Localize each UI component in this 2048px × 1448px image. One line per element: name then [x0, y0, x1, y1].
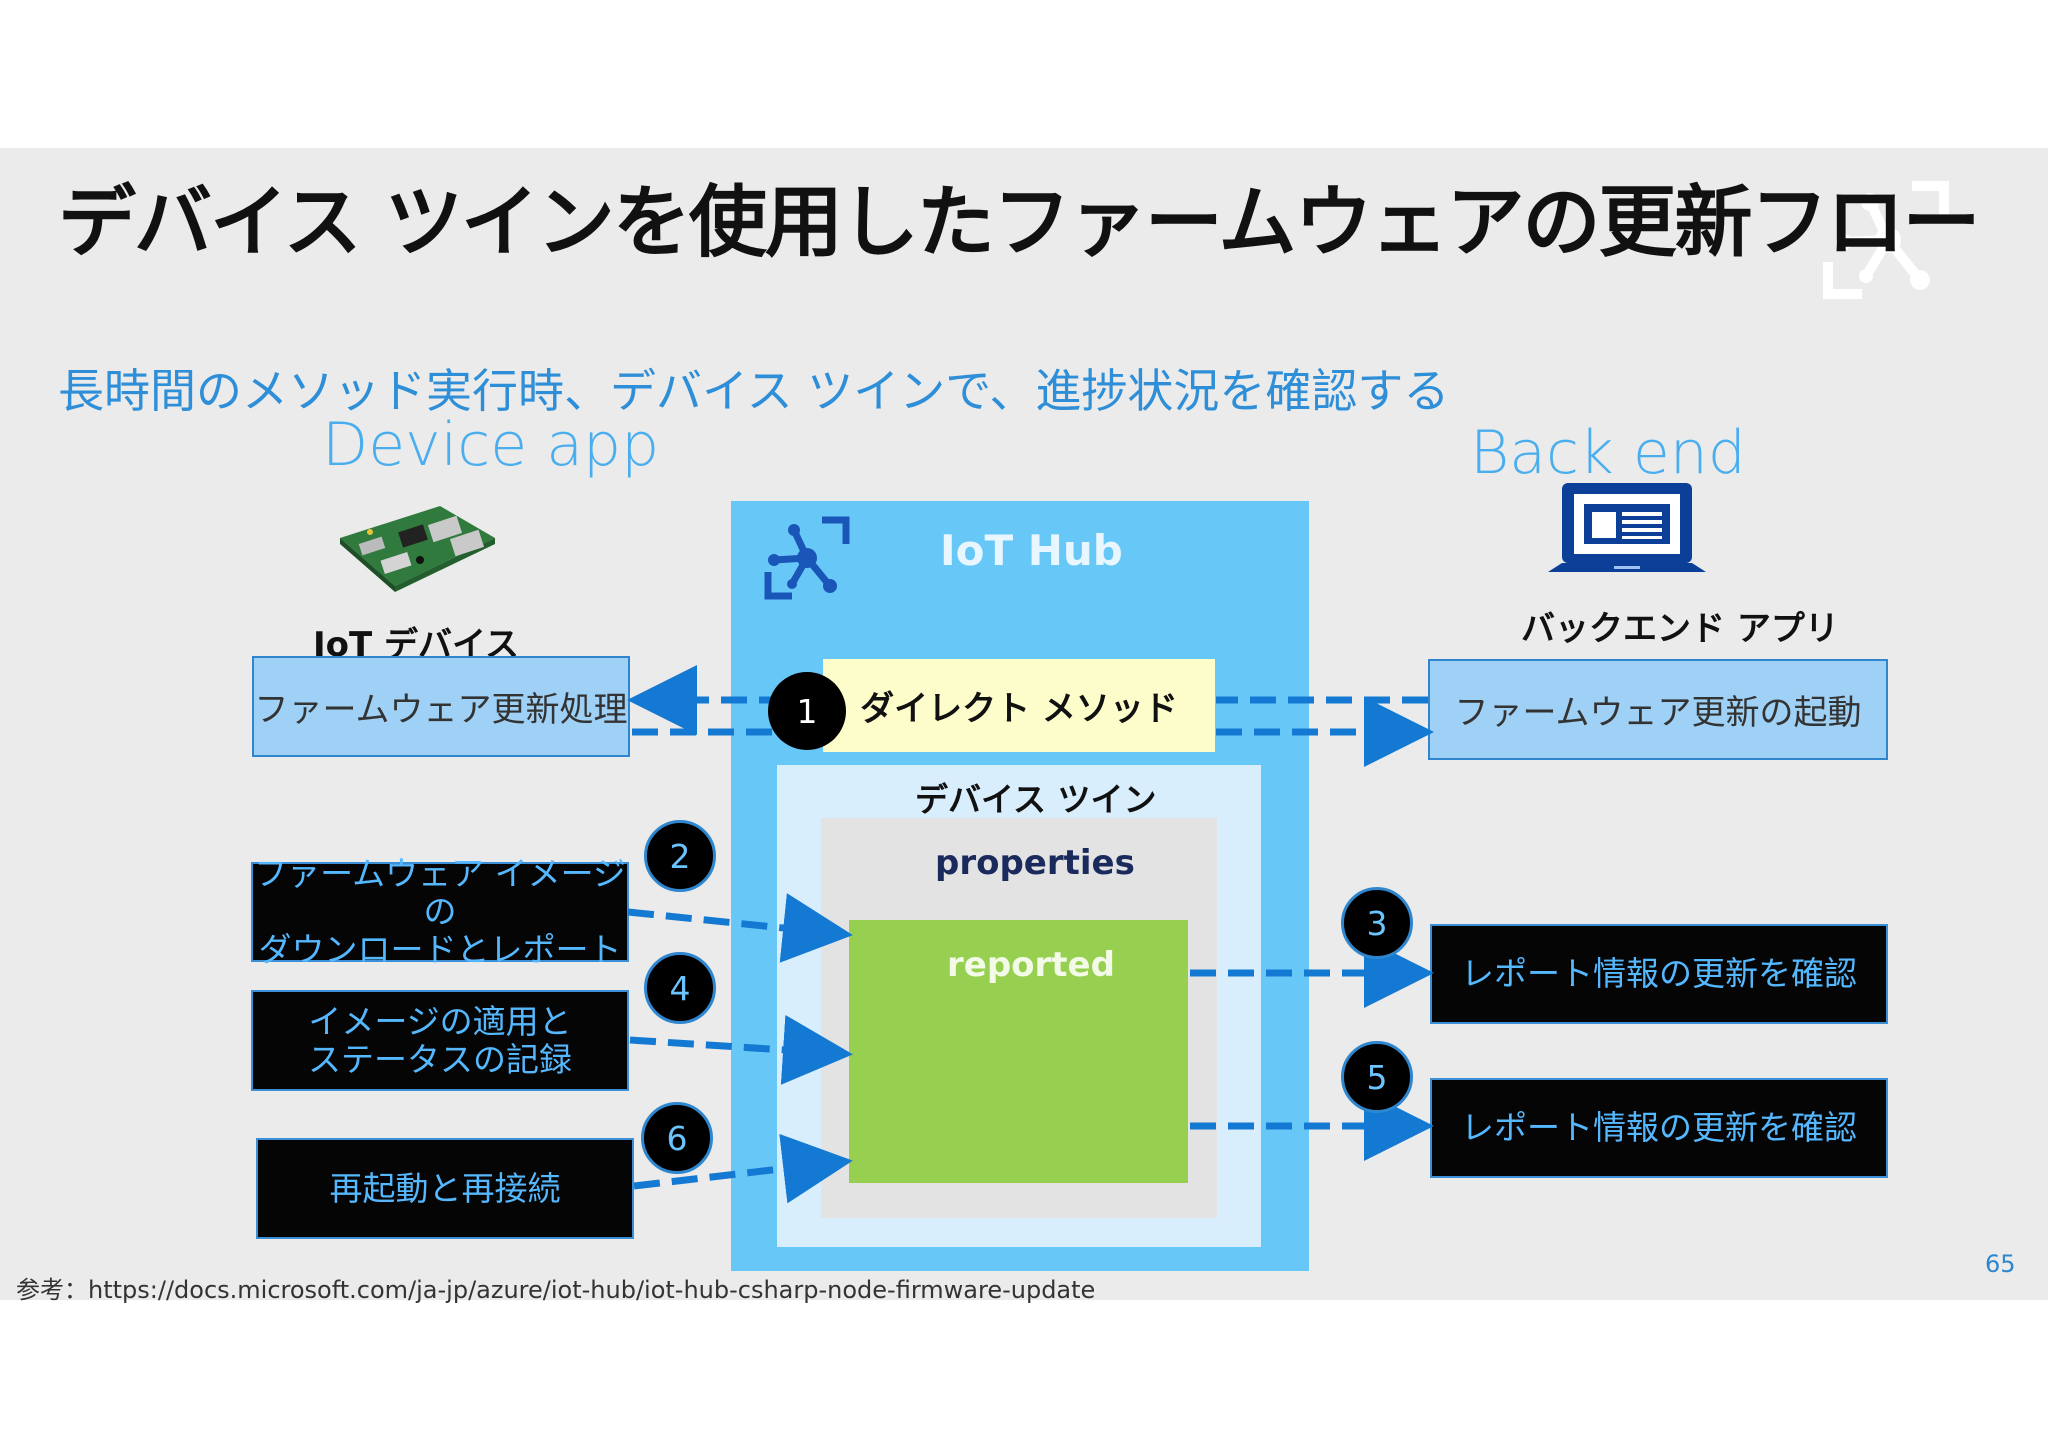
download-line-2: ダウンロードとレポート: [258, 929, 622, 969]
firmware-update-process-box: ファームウェア更新処理: [252, 656, 630, 757]
device-twin-label: デバイス ツイン: [915, 780, 1157, 819]
reference-link[interactable]: 参考：https://docs.microsoft.com/ja-jp/azur…: [16, 1276, 1096, 1304]
apply-line-1: イメージの適用と: [308, 1001, 572, 1041]
reboot-reconnect-box: 再起動と再接続: [256, 1138, 634, 1239]
page-number: 65: [1985, 1250, 2016, 1278]
device-app-heading: Device app: [322, 410, 660, 480]
download-line-1: ファームウェア イメージの: [254, 854, 626, 932]
iot-hub-logo-icon: [1823, 181, 1949, 299]
laptop-icon: [1548, 483, 1706, 572]
step-6-badge: 6: [641, 1102, 713, 1174]
slide-title: デバイス ツインを使用したファームウェアの更新フロー: [58, 178, 1980, 268]
step-5-badge: 5: [1341, 1041, 1413, 1113]
download-report-box: ファームウェア イメージの ダウンロードとレポート: [251, 855, 629, 968]
check-report-box-1: レポート情報の更新を確認: [1430, 924, 1888, 1024]
backend-app-label: バックエンド アプリ: [1521, 609, 1839, 649]
reported-label: reported: [947, 945, 1115, 985]
check-report-box-2: レポート情報の更新を確認: [1430, 1078, 1888, 1178]
properties-label: properties: [935, 843, 1135, 883]
step-4-badge: 4: [644, 952, 716, 1024]
back-end-heading: Back end: [1470, 418, 1746, 488]
direct-method-box: ダイレクト メソッド: [823, 659, 1215, 752]
firmware-update-start-box: ファームウェア更新の起動: [1428, 659, 1888, 760]
step-1-badge: 1: [768, 672, 846, 750]
step-2-badge: 2: [644, 820, 716, 892]
apply-record-box: イメージの適用と ステータスの記録: [251, 990, 629, 1091]
iot-hub-label: IoT Hub: [940, 526, 1123, 575]
slide-subtitle: 長時間のメソッド実行時、デバイス ツインで、進捗状況を確認する: [58, 364, 1450, 418]
apply-line-2: ステータスの記録: [308, 1039, 572, 1079]
step-3-badge: 3: [1341, 887, 1413, 959]
iot-hub-icon: [764, 516, 850, 600]
circuit-board-icon: [340, 506, 495, 592]
reported-panel: [849, 920, 1188, 1183]
